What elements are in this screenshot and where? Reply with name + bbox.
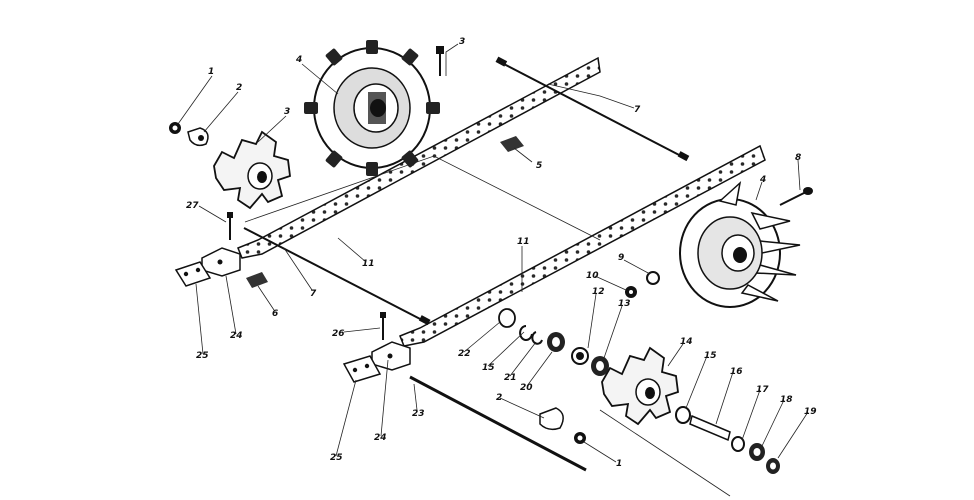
callout-2: 2 <box>496 393 502 403</box>
callout-21: 21 <box>504 373 517 383</box>
base-plate-left <box>174 261 212 287</box>
large-sprocket-upper <box>304 40 440 176</box>
pin-left <box>227 212 233 240</box>
callout-23: 23 <box>412 409 425 419</box>
small-sprocket-right <box>601 346 679 426</box>
washer-17 <box>731 436 745 452</box>
bracket-lower <box>371 341 411 371</box>
large-sprocket-right <box>679 180 801 308</box>
callout-2: 2 <box>236 83 242 93</box>
bolt-right <box>779 187 813 206</box>
washer-9 <box>646 271 660 285</box>
callout-22: 22 <box>458 349 471 359</box>
bearing-18 <box>749 443 765 461</box>
callout-24: 24 <box>374 433 387 443</box>
callout-1: 1 <box>616 459 622 469</box>
callout-12: 12 <box>592 287 605 297</box>
callout-11: 11 <box>517 237 530 247</box>
bracket-left <box>201 247 241 277</box>
callout-18: 18 <box>780 395 793 405</box>
callout-5: 5 <box>536 161 542 171</box>
lock-washer-lower <box>539 407 564 431</box>
callout-9: 9 <box>618 253 624 263</box>
nut-left <box>169 122 181 134</box>
callout-1: 1 <box>208 67 214 77</box>
callout-3: 3 <box>459 37 465 47</box>
callout-20: 20 <box>520 383 533 393</box>
tie-rod-lower <box>243 227 431 326</box>
nut-10 <box>625 286 637 298</box>
callout-14: 14 <box>680 337 693 347</box>
leader-lines <box>177 43 809 497</box>
bushing-12 <box>571 347 589 365</box>
callout-4: 4 <box>759 175 766 185</box>
bearing-20 <box>547 332 565 352</box>
bolt-top <box>436 46 444 76</box>
ring-15b <box>675 406 691 424</box>
callout-19: 19 <box>804 407 817 417</box>
axle-16 <box>689 414 731 442</box>
callout-labels: 1 2 3 4 3 7 5 8 4 27 11 7 6 24 25 11 9 1… <box>186 37 817 469</box>
long-shaft <box>409 375 587 472</box>
clip-plate-lower <box>246 272 268 288</box>
callout-8: 8 <box>795 153 801 163</box>
callout-27: 27 <box>186 201 199 211</box>
small-sprocket-left <box>213 130 291 210</box>
clip-plate-upper <box>500 136 524 152</box>
lock-washer-left <box>187 127 209 147</box>
callout-15: 15 <box>704 351 717 361</box>
callout-7: 7 <box>634 105 641 115</box>
chain-strip-upper <box>237 56 601 259</box>
pin-lower <box>380 312 386 340</box>
nut-19 <box>766 458 780 474</box>
callout-24: 24 <box>230 331 243 341</box>
bearing-13 <box>591 356 609 376</box>
callout-4: 4 <box>295 55 302 65</box>
callout-7: 7 <box>310 289 317 299</box>
callout-25: 25 <box>196 351 209 361</box>
base-plate-lower <box>342 355 382 383</box>
circlip-21 <box>531 331 543 345</box>
retaining-ring-15a <box>519 325 533 341</box>
callout-11: 11 <box>362 259 375 269</box>
callout-26: 26 <box>332 329 345 339</box>
callout-3: 3 <box>284 107 290 117</box>
callout-25: 25 <box>330 453 343 463</box>
tie-rod-upper <box>495 56 690 162</box>
callout-6: 6 <box>272 309 278 319</box>
snap-ring-22 <box>498 308 516 328</box>
callout-17: 17 <box>756 385 769 395</box>
callout-13: 13 <box>618 299 631 309</box>
nut-lower <box>574 432 586 444</box>
callout-10: 10 <box>586 271 599 281</box>
callout-15: 15 <box>482 363 495 373</box>
callout-16: 16 <box>730 367 743 377</box>
